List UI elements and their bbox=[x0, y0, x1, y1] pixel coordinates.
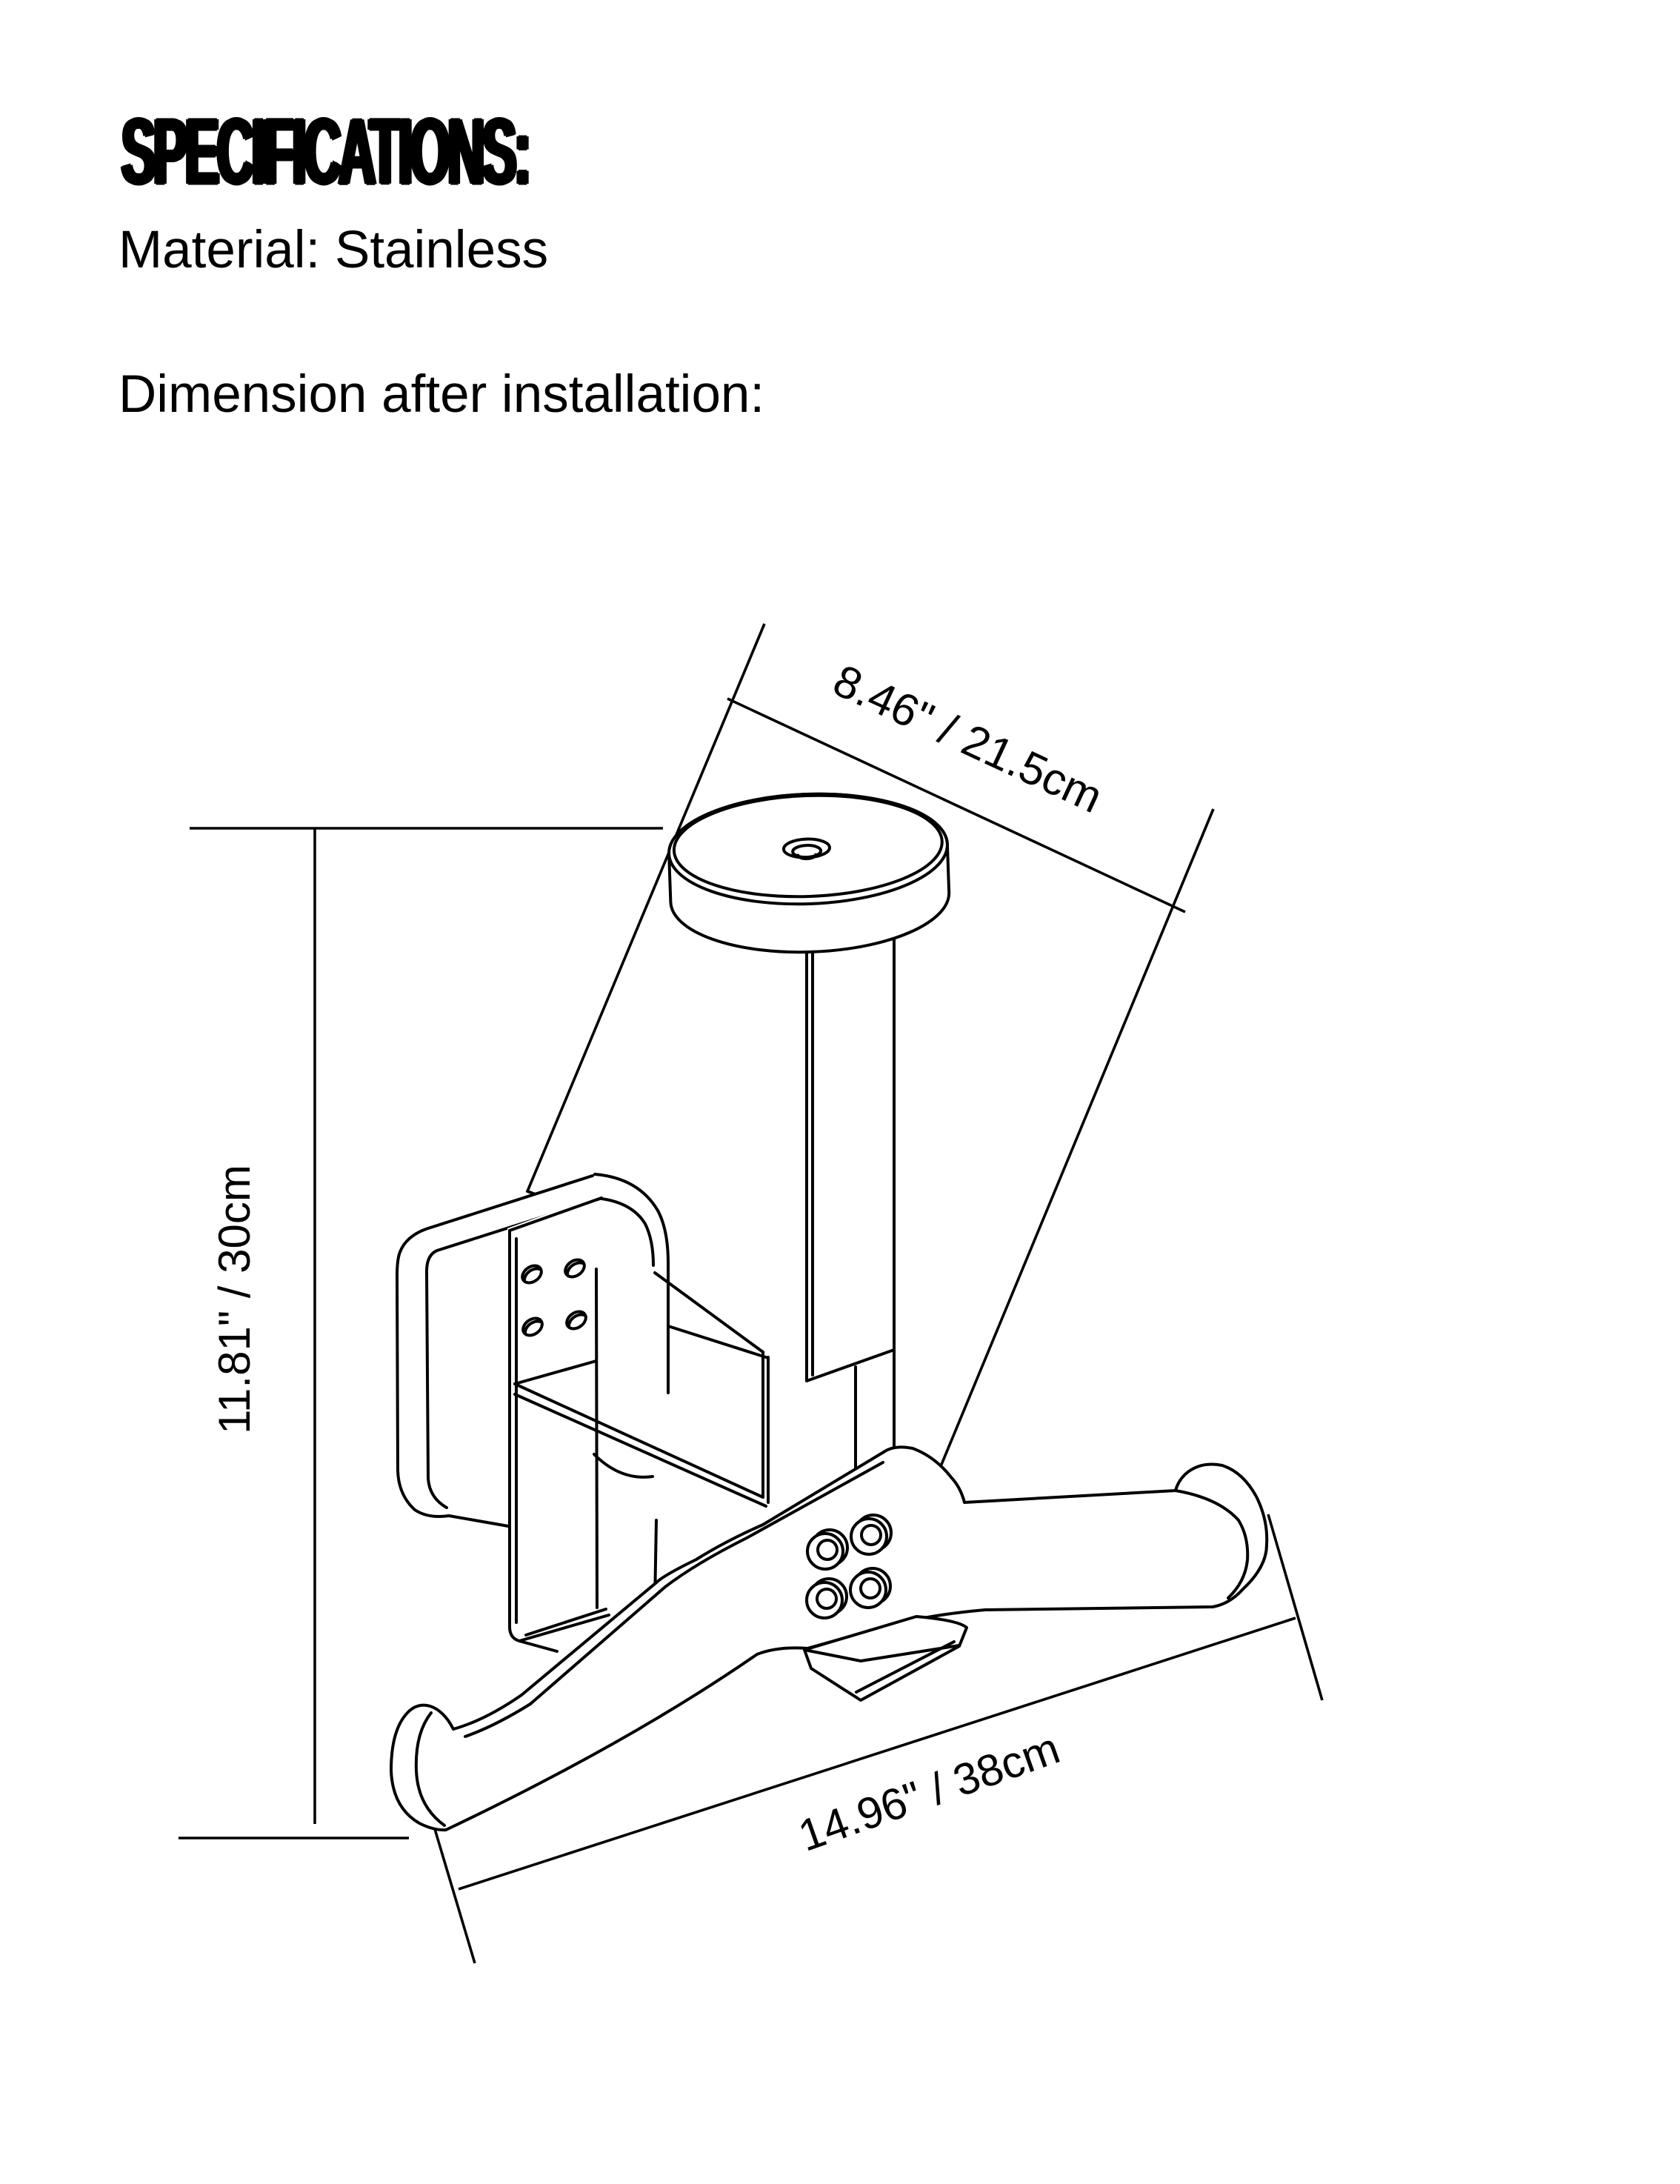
svg-text:Material: Stainless: Material: Stainless bbox=[119, 221, 548, 279]
svg-text:Dimension after installation:: Dimension after installation: bbox=[119, 365, 764, 424]
svg-text:SPECIFICATIONS:: SPECIFICATIONS: bbox=[119, 99, 527, 204]
svg-text:11.81" / 30cm: 11.81" / 30cm bbox=[210, 1165, 259, 1434]
svg-text:SPECIFICATIONS:: SPECIFICATIONS: bbox=[121, 99, 529, 204]
svg-text:14.96" / 38cm: 14.96" / 38cm bbox=[792, 1723, 1065, 1861]
svg-text:SPECIFICATIONS:: SPECIFICATIONS: bbox=[124, 99, 531, 204]
